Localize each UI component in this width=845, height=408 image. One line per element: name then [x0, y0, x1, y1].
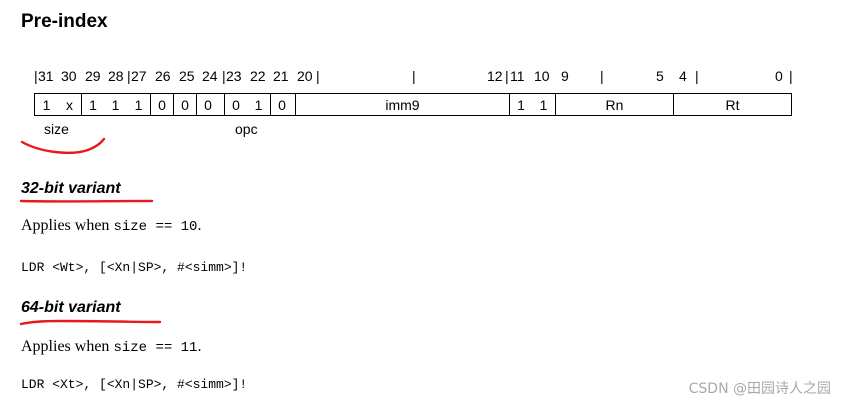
bit-divider: | — [127, 68, 131, 84]
bit-label-23: 23 — [226, 68, 242, 84]
bit-divider: | — [412, 68, 416, 84]
bit-divider: | — [316, 68, 320, 84]
enc-bit28: 1 — [111, 96, 120, 113]
enc-bit10: 1 — [539, 96, 548, 113]
variant-32-applies-prefix: Applies when — [21, 217, 110, 234]
variant-64-applies-suffix: . — [197, 338, 202, 355]
variant-64-title: 64-bit variant — [21, 299, 121, 316]
bit-label-4: 4 — [679, 68, 687, 84]
enc-rn: Rn — [555, 94, 673, 115]
bit-label-0: 0 — [775, 68, 783, 84]
bit-divider: | — [695, 68, 699, 84]
bit-divider: | — [34, 68, 38, 84]
variant-32-applies-suffix: . — [197, 217, 202, 234]
enc-bit21: 0 — [270, 94, 293, 115]
enc-bit11: 1 — [509, 94, 532, 115]
variant-64-condition: Applies when size == 11. — [21, 338, 201, 356]
bit-label-28: 28 — [108, 68, 124, 84]
variant-64-applies-prefix: Applies when — [21, 338, 110, 355]
variant-32-condition: Applies when size == 10. — [21, 217, 201, 235]
bit-label-31: 31 — [38, 68, 54, 84]
bit-label-12: 12 — [487, 68, 503, 84]
bit-label-9: 9 — [561, 68, 569, 84]
bit-divider: | — [789, 68, 793, 84]
bit-label-26: 26 — [155, 68, 171, 84]
bit-label-25: 25 — [179, 68, 195, 84]
field-label-opc: opc — [235, 121, 258, 137]
bit-label-10: 10 — [534, 68, 550, 84]
enc-bit30: x — [66, 96, 73, 113]
bit-divider: | — [600, 68, 604, 84]
variant-32-syntax: LDR <Wt>, [<Xn|SP>, #<simm>]! — [21, 260, 248, 275]
red-underline-variant-64 — [19, 319, 162, 326]
bit-number-ruler: | 31 30 29 28 | 27 26 25 24 | 23 22 21 2… — [0, 68, 845, 88]
variant-64-syntax: LDR <Xt>, [<Xn|SP>, #<simm>]! — [21, 377, 248, 392]
bit-label-24: 24 — [202, 68, 218, 84]
red-underline-size — [20, 137, 106, 155]
bit-label-20: 20 — [297, 68, 313, 84]
bit-label-29: 29 — [85, 68, 101, 84]
enc-bit23: 0 — [224, 94, 247, 115]
enc-bit24: 0 — [196, 94, 219, 115]
bit-divider: | — [505, 68, 509, 84]
bit-label-30: 30 — [61, 68, 77, 84]
section-title: Pre-index — [21, 11, 108, 32]
bit-label-21: 21 — [273, 68, 289, 84]
enc-imm9: imm9 — [295, 94, 509, 115]
field-label-size: size — [44, 121, 69, 137]
instruction-encoding: 1 x 1 1 1 0 0 0 0 1 0 imm9 1 1 Rn Rt — [34, 93, 792, 116]
variant-64-applies-cond: size == 11 — [113, 340, 198, 356]
enc-bit26: 0 — [150, 94, 173, 115]
bit-label-11: 11 — [510, 68, 525, 84]
bit-divider: | — [222, 68, 226, 84]
bit-label-5: 5 — [656, 68, 664, 84]
bit-label-22: 22 — [250, 68, 266, 84]
enc-bit27: 1 — [134, 96, 143, 113]
enc-bit31: 1 — [42, 96, 51, 113]
bit-label-27: 27 — [131, 68, 147, 84]
variant-32-title: 32-bit variant — [21, 180, 121, 197]
variant-32-applies-cond: size == 10 — [113, 219, 198, 235]
enc-bit29: 1 — [81, 94, 104, 115]
enc-bit25: 0 — [173, 94, 196, 115]
enc-rt: Rt — [673, 94, 791, 115]
enc-bit22: 1 — [254, 96, 263, 113]
watermark: CSDN @田园诗人之园 — [688, 381, 831, 397]
